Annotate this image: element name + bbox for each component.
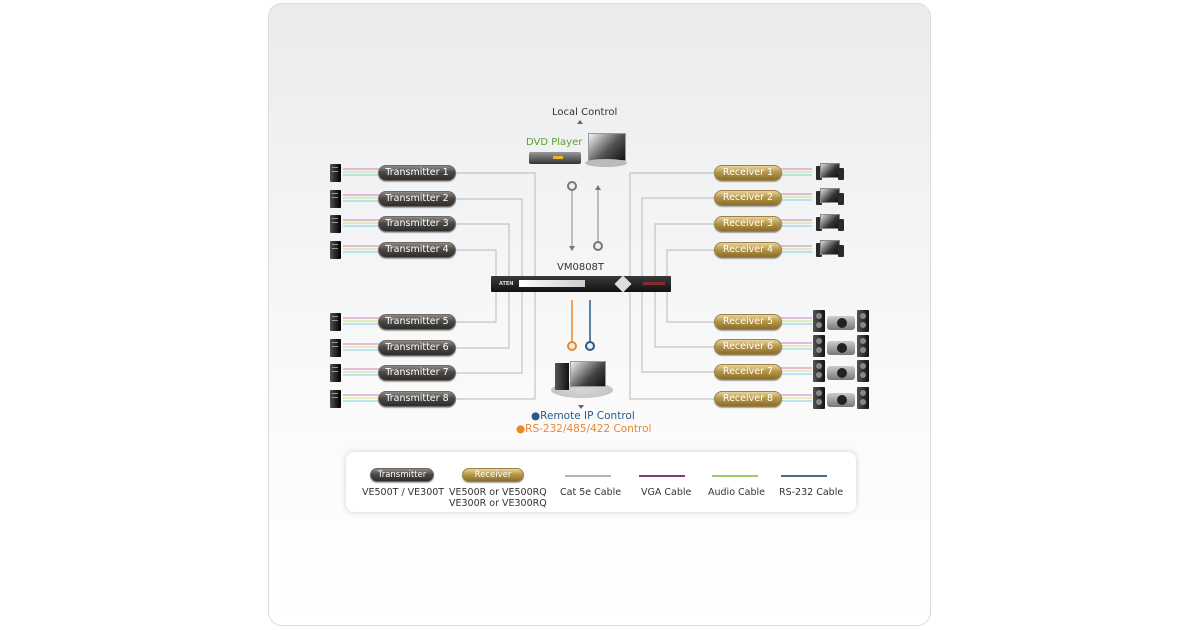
ip-bullet-icon: ● (531, 410, 541, 422)
legend-box: Transmitter VE500T / VE300T Receiver VE5… (346, 452, 856, 512)
legend-audio-label: Audio Cable (708, 487, 765, 498)
legend-rs232-line (781, 475, 827, 477)
display-monitor-icon (816, 240, 844, 258)
dvd-player-icon (529, 152, 581, 164)
display-monitor-icon (816, 214, 844, 232)
cat5e-cable (666, 284, 715, 323)
source-pc-icon (330, 313, 341, 331)
remote-pc-monitor-icon (570, 361, 606, 387)
serial-connector-icon (567, 341, 577, 351)
transmitter-7: Transmitter 7 (378, 365, 456, 381)
cat5e-cable (654, 284, 715, 348)
cat5e-cable (455, 284, 536, 400)
transmitter-6: Transmitter 6 (378, 340, 456, 356)
av-speaker-system-icon (813, 387, 869, 409)
source-pc-icon (330, 390, 341, 408)
legend-rs232-label: RS-232 Cable (779, 487, 844, 498)
av-speaker-system-icon (813, 360, 869, 382)
cat5e-cable (666, 249, 715, 284)
source-pc-icon (330, 164, 341, 182)
cat5e-cable (455, 172, 536, 284)
transmitter-3: Transmitter 3 (378, 216, 456, 232)
up-arrow-icon (577, 120, 583, 124)
down-arrow-icon (578, 405, 584, 409)
lcd-panel (519, 280, 585, 287)
transmitter-5: Transmitter 5 (378, 314, 456, 330)
receiver-4: Receiver 4 (714, 242, 782, 258)
cat5e-cable (455, 284, 523, 374)
cat5e-cable (455, 249, 497, 284)
status-strip (643, 282, 665, 285)
transmitter-1: Transmitter 1 (378, 165, 456, 181)
display-monitor-icon (816, 163, 844, 181)
receiver-6: Receiver 6 (714, 339, 782, 355)
legend-receiver-models-2: VE300R or VE300RQ (449, 498, 547, 509)
ip-connector-icon (585, 341, 595, 351)
aten-logo: ATEN (499, 281, 514, 287)
nav-pad-icon (614, 275, 632, 293)
legend-vga-label: VGA Cable (641, 487, 692, 498)
source-pc-icon (330, 190, 341, 208)
transmitter-8: Transmitter 8 (378, 391, 456, 407)
legend-cat5e-line (565, 475, 611, 477)
dvd-player-label: DVD Player (526, 137, 583, 148)
receiver-1: Receiver 1 (714, 165, 782, 181)
legend-receiver-pill: Receiver (462, 468, 524, 482)
cat5e-cable (455, 284, 510, 349)
local-connector-icon (567, 181, 577, 191)
vm0808t-matrix-switch: ATEN (491, 275, 671, 293)
receiver-5: Receiver 5 (714, 314, 782, 330)
remote-ip-label: ●Remote IP Control (531, 410, 635, 422)
local-monitor-icon (588, 133, 626, 161)
legend-transmitter-pill: Transmitter (370, 468, 434, 482)
source-pc-icon (330, 364, 341, 382)
source-pc-icon (330, 339, 341, 357)
up-arrow-icon (595, 185, 601, 190)
local-connector-icon (593, 241, 603, 251)
legend-receiver-models-1: VE500R or VE500RQ (449, 487, 547, 498)
transmitter-4: Transmitter 4 (378, 242, 456, 258)
legend-audio-line (712, 475, 758, 477)
down-arrow-icon (569, 246, 575, 251)
legend-cat5e-label: Cat 5e Cable (560, 487, 622, 498)
source-pc-icon (330, 215, 341, 233)
av-speaker-system-icon (813, 335, 869, 357)
serial-bullet-icon: ● (516, 423, 526, 435)
receiver-8: Receiver 8 (714, 391, 782, 407)
cat5e-cable (455, 284, 497, 323)
transmitter-2: Transmitter 2 (378, 191, 456, 207)
av-speaker-system-icon (813, 310, 869, 332)
cat5e-cable (654, 223, 715, 284)
cat5e-cable (455, 223, 510, 284)
cat5e-cable (641, 197, 715, 284)
display-monitor-icon (816, 188, 844, 206)
cat5e-cable (629, 172, 715, 284)
source-pc-icon (330, 241, 341, 259)
remote-pc-tower-icon (555, 363, 569, 390)
legend-vga-line (639, 475, 685, 477)
local-monitor-stand (585, 159, 627, 167)
receiver-2: Receiver 2 (714, 190, 782, 206)
receiver-7: Receiver 7 (714, 364, 782, 380)
receiver-3: Receiver 3 (714, 216, 782, 232)
cat5e-cable (629, 284, 715, 400)
switch-model-label: VM0808T (557, 262, 605, 273)
legend-transmitter-models: VE500T / VE300T (362, 487, 445, 498)
local-control-label: Local Control (552, 107, 618, 118)
cat5e-cable (455, 198, 523, 284)
cat5e-cable (641, 284, 715, 373)
rs232-control-label: ●RS-232/485/422 Control (516, 423, 652, 435)
